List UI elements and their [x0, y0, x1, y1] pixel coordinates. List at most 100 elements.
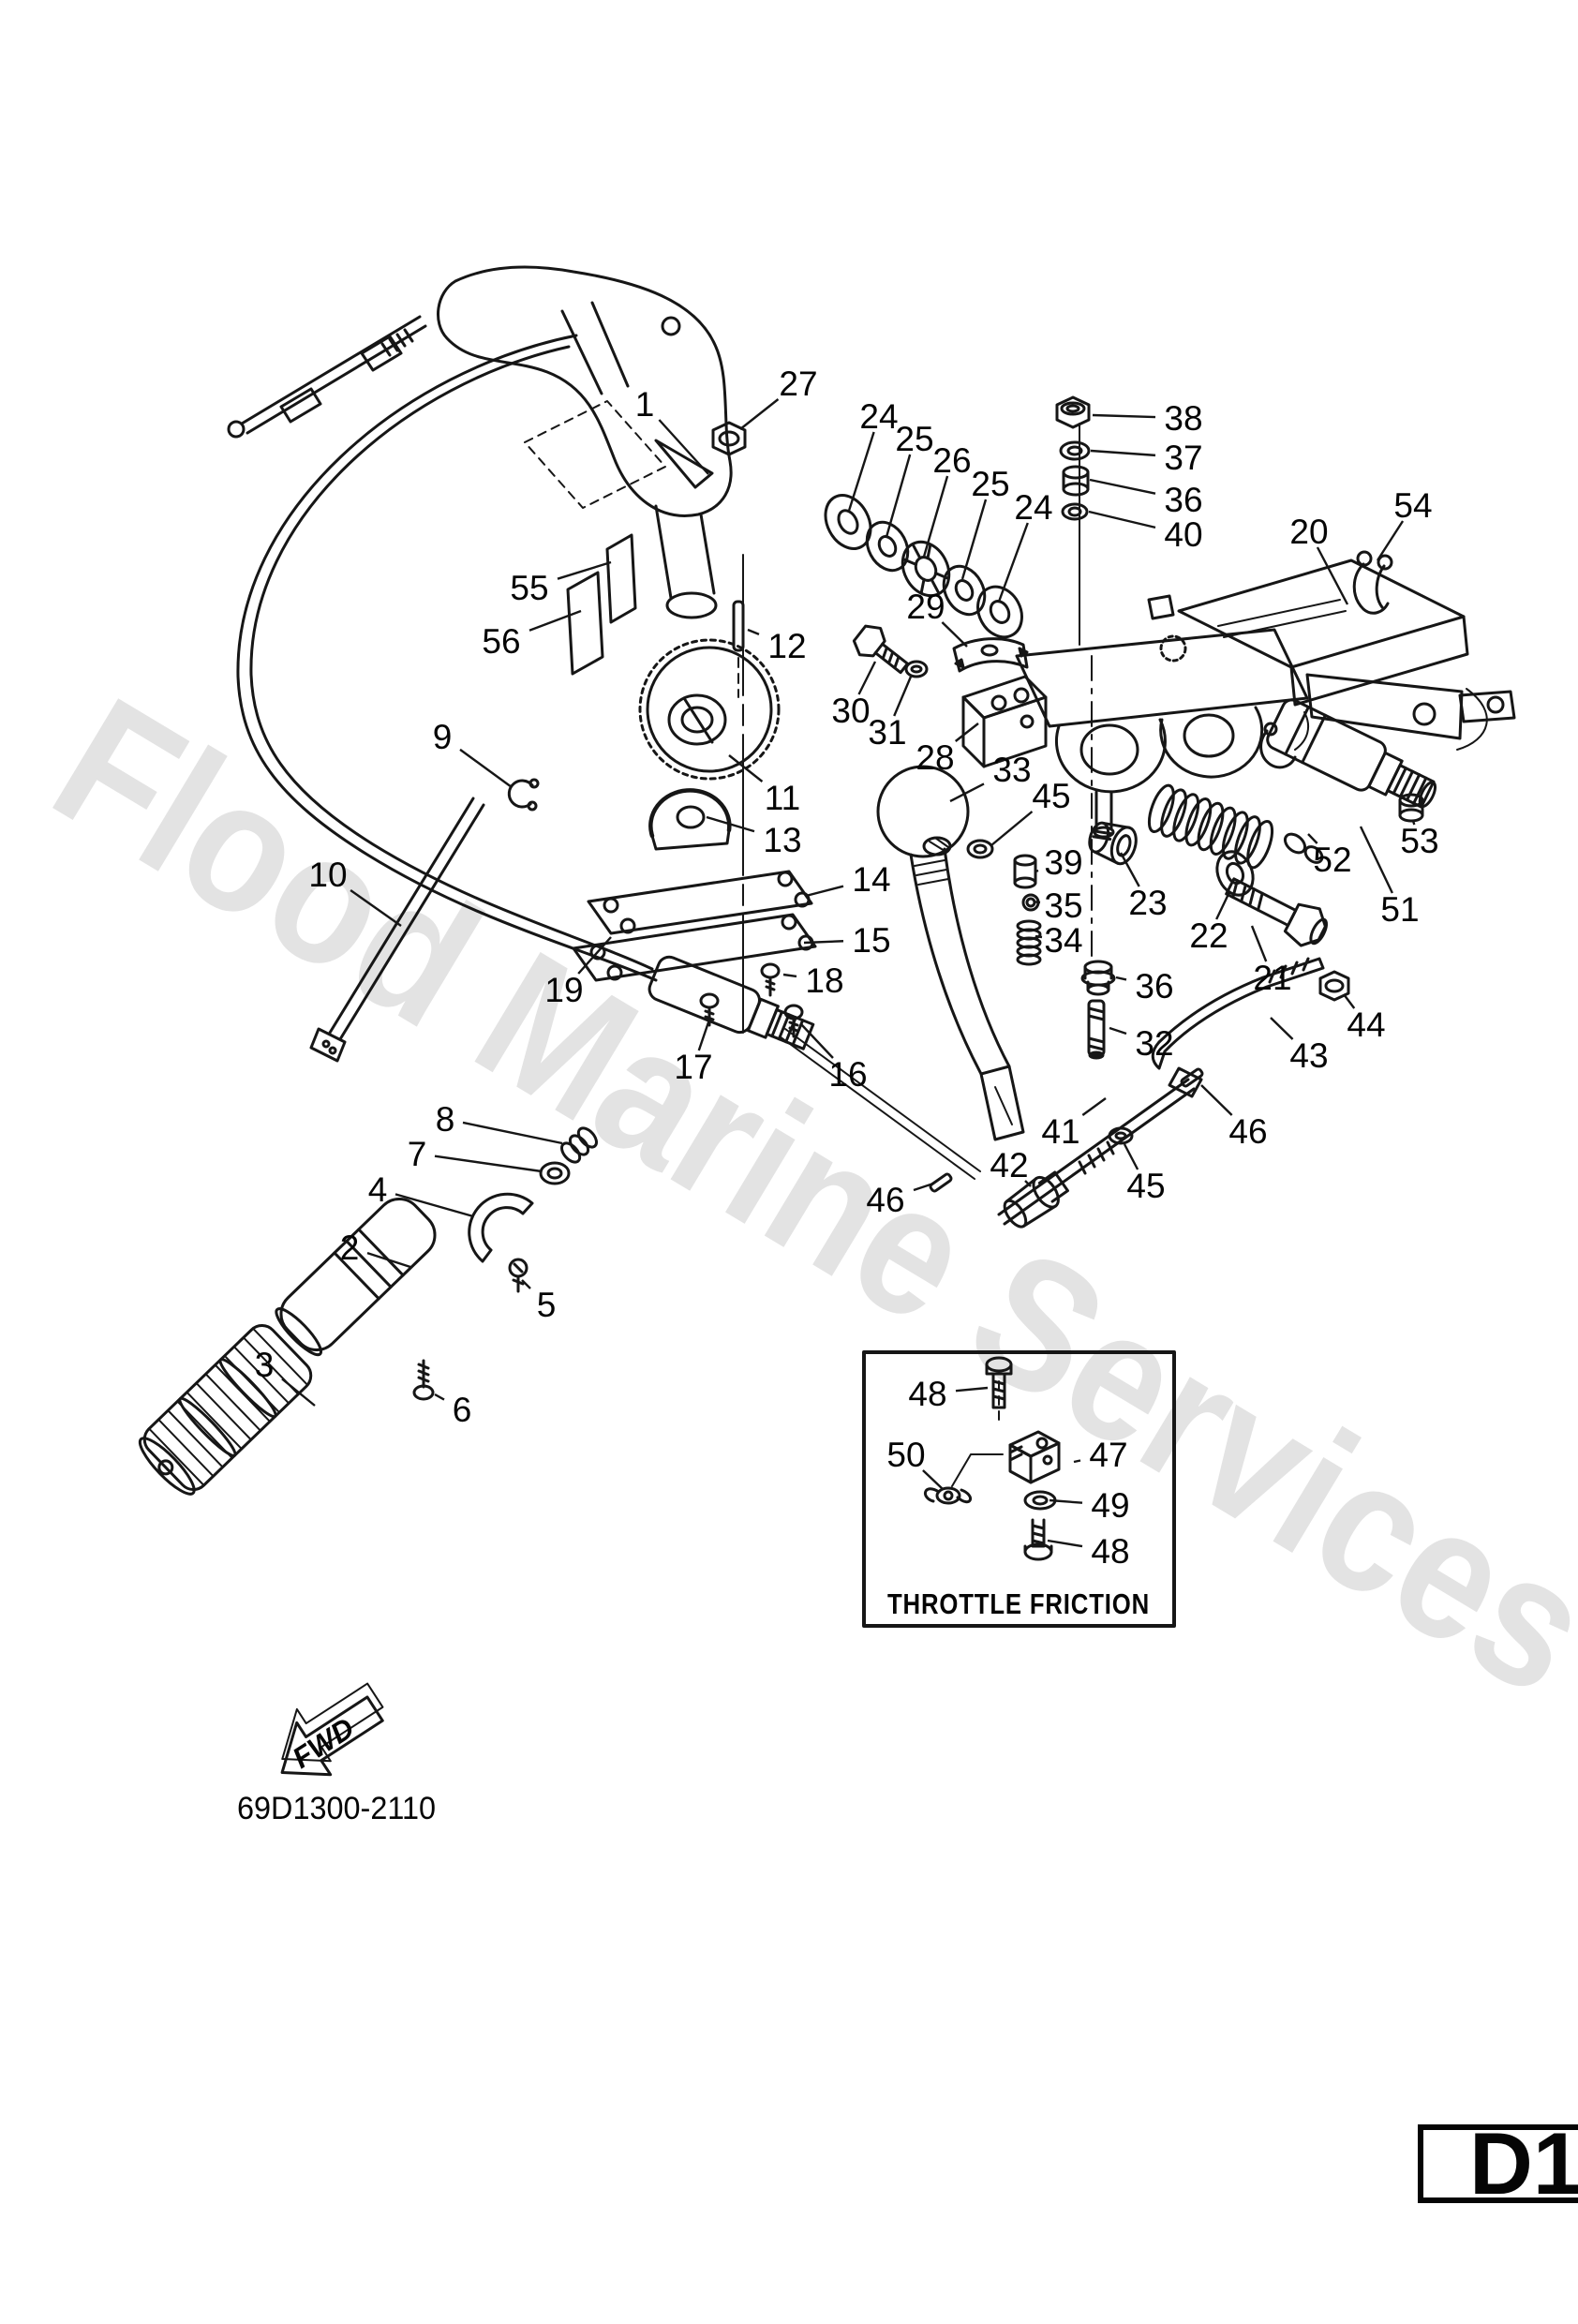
friction-damper	[1147, 698, 1437, 870]
callout-1: 1	[635, 385, 655, 424]
fastener-stack	[1055, 395, 1091, 521]
callout-45: 45	[1126, 1167, 1165, 1205]
callout-12: 12	[767, 627, 806, 665]
callout-54: 54	[1393, 486, 1432, 525]
callout-55: 55	[510, 569, 548, 607]
callout-8: 8	[436, 1100, 455, 1139]
callout-45: 45	[1032, 777, 1070, 815]
leader-line	[1089, 478, 1156, 495]
steering-housing	[437, 265, 747, 619]
leader-line	[955, 1386, 989, 1393]
leader-line	[557, 560, 612, 580]
leader-line	[1215, 891, 1231, 920]
callout-37: 37	[1164, 439, 1202, 477]
shift-indicator	[852, 624, 1048, 768]
washer-train	[824, 494, 1023, 639]
callout-2: 2	[340, 1229, 360, 1267]
leader-line	[434, 1155, 543, 1173]
callout-23: 23	[1128, 884, 1167, 922]
callout-22: 22	[1189, 916, 1228, 955]
callout-17: 17	[674, 1048, 712, 1086]
leader-line	[922, 475, 949, 558]
callout-28: 28	[916, 738, 954, 777]
callout-14: 14	[852, 860, 890, 899]
leader-line	[747, 628, 760, 635]
leader-line	[462, 1121, 563, 1145]
leader-line	[658, 419, 709, 475]
leader-line	[281, 1378, 316, 1407]
leader-line	[885, 454, 912, 538]
throttle-grip	[138, 1324, 313, 1496]
leader-line	[954, 723, 979, 742]
callout-15: 15	[852, 921, 890, 960]
leader-line	[1035, 901, 1041, 904]
callout-36: 36	[1164, 481, 1202, 519]
leader-line	[1250, 925, 1268, 962]
page-code-box: D1	[1418, 2114, 1578, 2212]
drawing-number: 69D1300-2110	[237, 1791, 436, 1826]
hook-clip	[1352, 550, 1393, 615]
leader-line	[366, 1251, 411, 1269]
leader-line	[1109, 1026, 1127, 1035]
callout-34: 34	[1044, 921, 1082, 960]
callout-49: 49	[1091, 1486, 1129, 1525]
callout-21: 21	[1253, 959, 1291, 997]
tiller-handle	[138, 1126, 598, 1496]
leader-line	[803, 940, 844, 945]
leader-line	[1047, 1539, 1083, 1548]
callout-40: 40	[1164, 515, 1202, 554]
callout-24: 24	[859, 397, 898, 436]
steering-rod	[309, 797, 485, 1063]
callout-50: 50	[886, 1436, 925, 1474]
callout-47: 47	[1089, 1436, 1127, 1474]
callout-10: 10	[308, 856, 347, 894]
throttle-friction-inset	[862, 1350, 1176, 1628]
leader-line	[805, 885, 844, 898]
leader-line	[528, 609, 582, 632]
callout-24: 24	[1014, 488, 1052, 527]
leader-line	[1049, 1498, 1083, 1504]
shift-lever	[876, 765, 1116, 1141]
callout-31: 31	[868, 713, 906, 752]
leader-line	[706, 815, 755, 833]
leader-line	[857, 661, 877, 695]
callout-29: 29	[906, 588, 945, 626]
leader-line	[394, 1193, 474, 1218]
callout-13: 13	[763, 821, 801, 859]
callout-7: 7	[408, 1135, 427, 1173]
leader-line	[1024, 1180, 1032, 1187]
callout-5: 5	[537, 1286, 557, 1324]
leader-line	[960, 499, 988, 580]
callout-36: 36	[1135, 967, 1173, 1006]
callout-6: 6	[453, 1391, 472, 1429]
fwd-arrow	[280, 1682, 384, 1777]
leader-line	[1088, 510, 1156, 529]
callout-30: 30	[831, 692, 870, 730]
watermark-text: Flood Marine Services	[22, 659, 1578, 1734]
callout-56: 56	[482, 622, 520, 661]
callout-48: 48	[908, 1375, 946, 1413]
leader-line	[1090, 449, 1156, 457]
steering-cable	[236, 334, 981, 1180]
leader-line	[913, 1182, 934, 1192]
callout-53: 53	[1400, 822, 1438, 860]
callout-43: 43	[1289, 1036, 1328, 1075]
leader-line	[1343, 993, 1356, 1009]
callout-33: 33	[992, 751, 1031, 789]
leader-line	[1035, 934, 1043, 939]
callout-32: 32	[1135, 1024, 1173, 1063]
callout-44: 44	[1347, 1006, 1385, 1044]
leader-line	[1200, 1084, 1233, 1116]
callout-4: 4	[368, 1170, 388, 1209]
callout-9: 9	[433, 718, 453, 756]
callout-52: 52	[1313, 841, 1351, 879]
callout-11: 11	[765, 779, 800, 817]
inset-title: THROTTLE FRICTION	[887, 1587, 1150, 1620]
leader-line	[1307, 833, 1318, 844]
leader-line	[1316, 546, 1349, 605]
leader-line	[577, 936, 612, 975]
leader-line	[1359, 826, 1393, 894]
callout-42: 42	[990, 1146, 1028, 1184]
callout-35: 35	[1044, 886, 1082, 925]
